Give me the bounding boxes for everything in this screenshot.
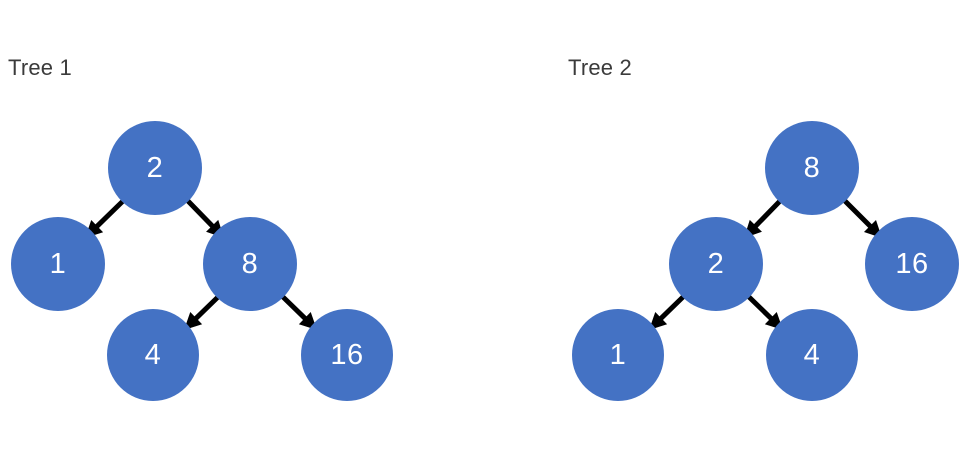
tree-node-label: 1 (49, 247, 67, 280)
tree-node-8[interactable]: 8 (765, 121, 859, 215)
tree-node-label: 8 (241, 247, 259, 280)
tree-node-label: 4 (803, 338, 821, 371)
tree-node-label: 16 (895, 247, 929, 280)
tree-node-8[interactable]: 8 (203, 217, 297, 311)
tree-node-label: 4 (144, 338, 162, 371)
tree-node-label: 1 (609, 338, 627, 371)
tree-1-title: Tree 1 (8, 55, 72, 80)
tree-node-label: 2 (146, 151, 164, 184)
tree-node-4[interactable]: 4 (107, 309, 199, 401)
tree-node-label: 16 (330, 338, 364, 371)
tree-2-title: Tree 2 (568, 55, 632, 80)
tree-edge-arrow (649, 294, 686, 330)
tree-node-1[interactable]: 1 (572, 309, 664, 401)
tree-edge-arrow (184, 294, 221, 330)
edge-shaft (186, 199, 216, 229)
edge-shaft (94, 199, 125, 230)
tree-node-4[interactable]: 4 (766, 309, 858, 401)
edge-shaft (752, 199, 782, 229)
tree-node-16[interactable]: 16 (301, 309, 393, 401)
tree-node-2[interactable]: 2 (108, 121, 202, 215)
edge-shaft (746, 294, 774, 322)
edge-shaft (658, 294, 686, 322)
tree-node-1[interactable]: 1 (11, 217, 105, 311)
tree-node-2[interactable]: 2 (669, 217, 763, 311)
edge-shaft (843, 199, 874, 230)
edge-shaft (193, 294, 221, 322)
tree-node-label: 8 (803, 151, 821, 184)
edge-shaft (280, 294, 308, 322)
tree-node-label: 2 (707, 247, 725, 280)
tree-node-16[interactable]: 16 (865, 217, 959, 311)
